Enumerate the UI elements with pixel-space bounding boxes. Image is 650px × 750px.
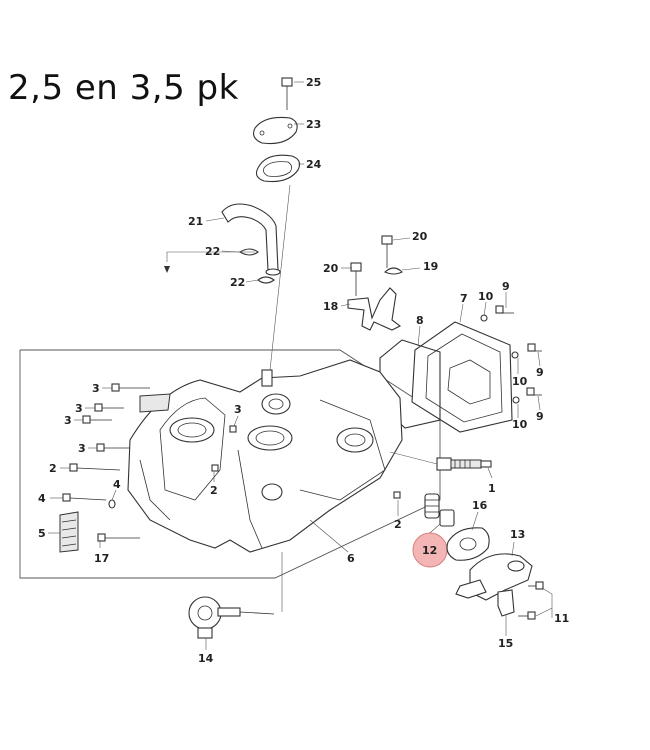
diagram-title: 2,5 en 3,5 pk [8,68,239,108]
callout-2b: 2 [210,484,218,497]
cover-plate-23 [253,116,298,145]
pin-2c [393,491,401,499]
callout-3b: 3 [75,402,83,415]
filter-screen-6 [59,511,79,553]
bolt-15b [518,611,536,620]
washer-10c [512,396,520,404]
gasket-24 [255,154,301,183]
callout-10c: 10 [512,418,528,431]
callout-8: 8 [416,314,424,327]
callout-2a: 3 [234,403,242,416]
callout-25: 25 [306,76,321,89]
bolt-9c [526,387,542,396]
bolt-20b [350,262,362,296]
callout-22b: 22 [230,276,245,289]
callout-17: 14 [198,652,214,665]
hose-clip-22b [257,276,275,284]
pin-2a [229,425,237,433]
callout-10b: 10 [512,375,528,388]
callout-9c: 9 [536,410,544,423]
spark-plug-16 [389,451,492,471]
thermostat-11 [424,493,455,527]
callout-5: 4 [113,478,121,491]
leader-lines [48,81,553,650]
callout-10a: 10 [478,290,494,303]
callout-12: 13 [510,528,525,541]
clip-14 [497,589,515,617]
callout-9a: 9 [502,280,510,293]
callout-20b: 20 [323,262,339,275]
bolt-3c [82,415,112,424]
bolt-25 [281,77,293,110]
bolt-9a [495,305,514,314]
bolt-20a [381,235,393,268]
water-pump-17 [188,552,283,639]
washer-10b [511,351,519,359]
bolt-9b [527,343,542,352]
callout-23: 23 [306,118,321,131]
callout-21: 21 [188,215,203,228]
callout-4b: 4 [38,492,46,505]
callout-7: 7 [460,292,468,305]
callout-11: 12 [422,544,437,557]
callout-16: 1 [488,482,496,495]
pin-2b [211,464,219,472]
callout-4a: 2 [49,462,57,475]
washer-5 [108,499,116,509]
bolt-3b [94,403,124,412]
hose-21 [221,203,279,271]
callout-1: 6 [347,552,355,565]
callout-13: 16 [472,499,488,512]
bolt-3a [111,383,150,392]
callout-20a: 20 [412,230,428,243]
callout-3d: 3 [78,442,86,455]
bolt-4b [62,493,107,502]
callout-14: 15 [498,637,513,650]
callout-22a: 22 [205,245,220,258]
spring-clip-19 [383,267,403,275]
callout-9b: 9 [536,366,544,379]
callout-18: 18 [323,300,338,313]
callout-6: 5 [38,527,46,540]
callout-labels: 25 23 24 21 22 22 20 20 19 18 7 10 9 8 1… [38,76,569,665]
callout-24: 24 [306,158,322,171]
direction-arrow [164,266,170,273]
bolt-3e [97,533,140,542]
bolt-15a [528,581,544,590]
bracket-18 [347,287,402,331]
callout-15: 11 [554,612,569,625]
callout-3a: 3 [92,382,100,395]
callout-3e: 17 [94,552,109,565]
bolt-4a [69,463,121,472]
assembly-frame [19,349,441,579]
cylinder-block-1 [127,359,403,553]
gasket-13 [446,527,490,561]
gasket-8 [379,339,441,429]
callout-2c: 2 [394,518,402,531]
callout-19: 19 [423,260,438,273]
callout-3c: 3 [64,414,72,427]
